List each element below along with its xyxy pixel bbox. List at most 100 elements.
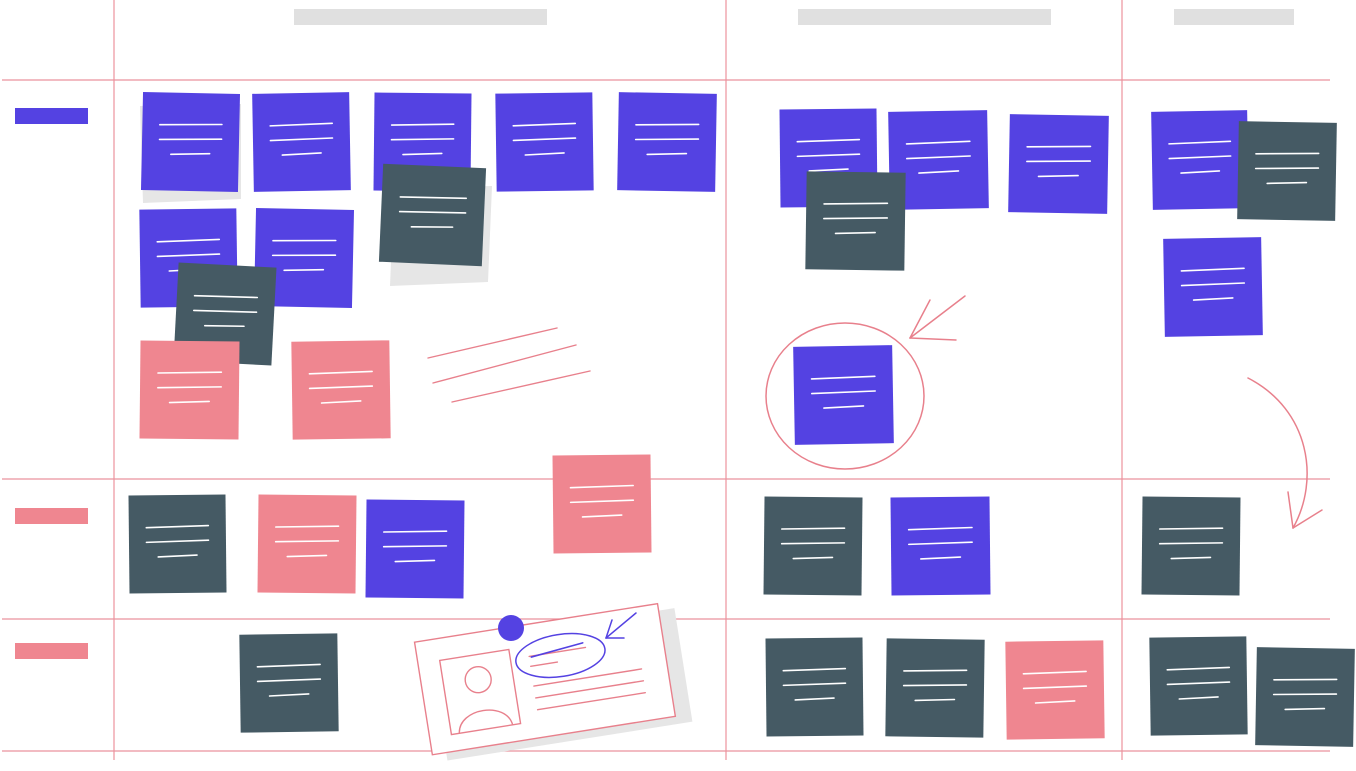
sticky-note-line [810,390,876,395]
sticky-note-line [308,385,374,390]
sticky-note-line [905,155,971,160]
sticky-note-line [274,540,340,543]
sticky-note-line [286,554,328,558]
sticky-note-line [275,525,340,528]
sticky-note-body [888,110,989,210]
sticky-note-line [1022,670,1087,675]
sticky-note-line [156,253,221,258]
sticky-note-purple [365,499,465,599]
sticky-note-body [1005,640,1105,740]
sticky-note-purple [495,92,594,192]
sticky-note-line [1158,542,1224,545]
sticky-note-body [257,494,357,594]
sticky-note-line [410,226,454,228]
user-card [413,602,677,756]
sticky-note-dark [128,494,227,594]
sticky-note-purple [793,345,894,445]
sticky-note-line [269,137,334,142]
sticky-note-body [495,92,594,192]
user-card-highlight-ellipse [515,632,606,679]
sticky-note-line [569,499,635,504]
sticky-note-purple [1163,237,1263,337]
sticky-note-line [794,697,835,701]
sticky-note-line [268,693,310,697]
sticky-note-line [192,309,258,313]
sticky-notes [128,91,1355,747]
sticky-note-body [885,638,985,738]
sticky-note-line [193,294,259,299]
sticky-note-pink [291,340,391,440]
sticky-note-body [128,494,227,594]
sticky-note-line [281,152,322,156]
sticky-note-dark [763,496,863,596]
sticky-note-body [793,345,894,445]
sticky-note-line [1170,556,1212,560]
sticky-note-line [1272,693,1338,696]
row-label-pink [15,508,88,524]
sticky-note-body [1008,114,1109,214]
sticky-note-line [823,405,865,409]
sticky-note-line [908,541,973,546]
sticky-note-line [145,524,210,529]
sticky-note-line [781,527,846,530]
sticky-note-body [239,633,339,733]
sticky-note-line [1026,145,1092,148]
sticky-note-line [646,152,688,156]
sticky-note-line [512,122,577,127]
sticky-note-line [1166,681,1231,686]
sticky-note-line [569,484,634,489]
sticky-note-line [269,122,334,127]
sticky-note-purple [888,110,989,210]
sticky-note-line [1168,140,1232,145]
row-labels [15,108,88,659]
sticky-note-purple [1008,114,1109,214]
sticky-note-line [1255,152,1320,155]
circle-highlight [765,322,925,470]
sticky-note-line [399,196,468,200]
sticky-note-line [159,123,223,126]
sticky-note-line [157,554,198,558]
sticky-note-body [617,92,717,192]
sticky-note-purple [890,496,991,596]
sticky-note-line [792,556,834,560]
sticky-note-line [1266,181,1308,185]
sticky-note-body [365,499,465,599]
sticky-note-line [780,542,846,545]
sticky-note-line [383,530,448,533]
user-avatar-frame [438,648,522,736]
sticky-note-line [524,152,565,156]
sticky-note-line [920,556,962,560]
sticky-note-line [634,138,700,141]
sticky-note-purple [253,207,355,309]
sticky-note-line [1192,297,1234,301]
sticky-note-line [1180,267,1245,272]
column-headers [294,9,1294,25]
sticky-note-line [1037,174,1079,178]
user-card-highlight-line [530,642,584,658]
sticky-note-line [796,153,861,158]
sticky-note-line [283,268,325,272]
sticky-note-line [271,254,337,257]
sticky-note-line [170,152,211,156]
sticky-note-body [1237,121,1337,221]
sticky-note-line [398,210,467,214]
row-label-purple [15,108,88,124]
sticky-note-line [390,123,455,126]
sticky-note-line [905,140,971,145]
sticky-note-line [203,324,245,328]
sticky-note-line [390,138,455,141]
column-header-placeholder [798,9,1051,25]
sticky-note-line [581,514,623,518]
sticky-note-body [139,340,240,440]
sticky-note-line [918,170,960,174]
circle-highlight-ring [765,322,925,470]
sticky-note-dark [1255,647,1355,747]
sticky-note-line [1178,696,1219,700]
sticky-note-line [256,678,322,683]
sticky-note-body [253,207,355,309]
sticky-note-line [1022,685,1088,690]
sticky-note-purple [1151,110,1249,210]
scribble-lines [427,327,591,403]
sticky-note-body [1255,647,1355,747]
